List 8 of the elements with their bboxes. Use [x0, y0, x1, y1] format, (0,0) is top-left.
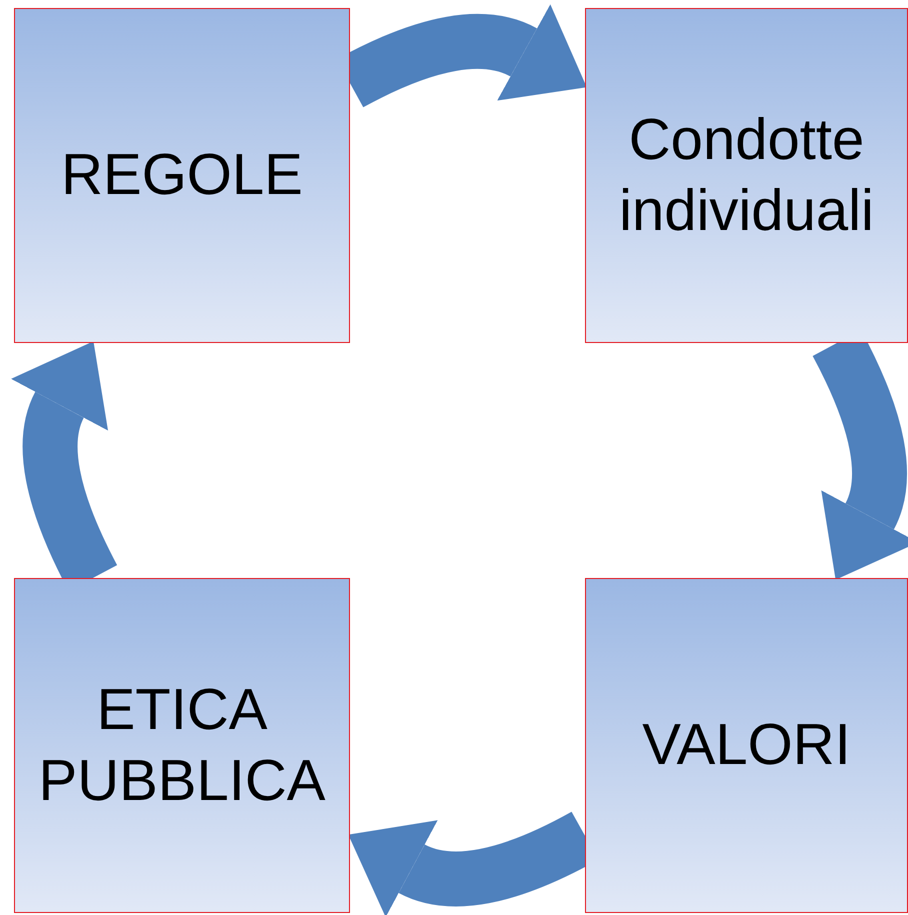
box-label: REGOLE — [61, 141, 303, 210]
box-label: ETICA PUBBLICA — [38, 676, 326, 814]
box-label: Condotte individuali — [618, 106, 875, 244]
process-box — [14, 8, 350, 343]
box-label: VALORI — [642, 711, 851, 780]
process-box — [14, 578, 350, 913]
process-box — [585, 578, 908, 913]
process-box — [585, 8, 908, 343]
